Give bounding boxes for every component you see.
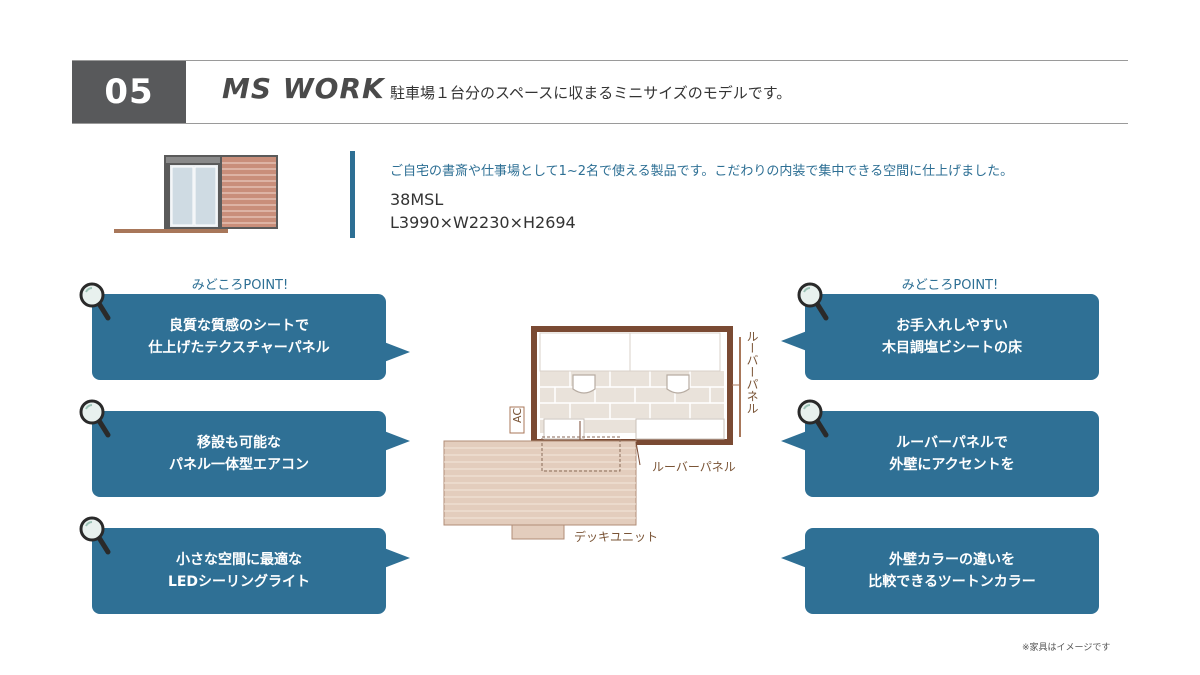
plan-label-louver-horizontal: ルーバーパネル <box>652 460 736 474</box>
bubble-tail <box>781 331 807 351</box>
point-text-line2: 仕上げたテクスチャーパネル <box>148 340 330 356</box>
point-text-line2: 木目調塩ビシートの床 <box>882 340 1022 356</box>
product-thumbnail-image <box>114 155 278 233</box>
right-point-label: みどころPOINT! <box>901 278 999 293</box>
point-text-line1: お手入れしやすい <box>896 318 1008 334</box>
magnifier-icon <box>797 399 829 438</box>
header-top-rule <box>72 60 1128 61</box>
point-bubble-left-1: 良質な質感のシートで 仕上げたテクスチャーパネル <box>92 294 386 380</box>
magnifier-icon <box>797 282 829 321</box>
point-text-line2: LEDシーリングライト <box>167 574 311 590</box>
bubble-tail <box>781 548 807 568</box>
point-bubble-right-1: お手入れしやすい 木目調塩ビシートの床 <box>805 294 1099 380</box>
point-text-line1: 外壁カラーの違いを <box>889 552 1015 568</box>
dimensions: L3990×W2230×H2694 <box>390 213 576 232</box>
point-text-line1: 良質な質感のシートで <box>169 318 309 334</box>
plan-label-louver-vertical: ルーバーパネル <box>745 330 759 414</box>
model-code: 38MSL <box>390 190 444 209</box>
point-bubble-left-3: 小さな空間に最適な LEDシーリングライト <box>92 528 386 614</box>
point-bubble-left-2: 移設も可能な パネル一体型エアコン <box>92 411 386 497</box>
point-text-line2: 比較できるツートンカラー <box>868 574 1036 590</box>
point-text-line1: 移設も可能な <box>197 435 281 451</box>
accent-bar <box>350 151 355 238</box>
magnifier-icon <box>79 399 111 438</box>
tagline: 駐車場１台分のスペースに収まるミニサイズのモデルです。 <box>390 84 792 102</box>
section-number: 05 <box>72 61 186 123</box>
plan-label-ac: AC <box>511 408 524 424</box>
bubble-tail <box>781 431 807 451</box>
bubble-tail <box>384 548 410 568</box>
header-bottom-rule <box>72 123 1128 124</box>
bubble-tail <box>384 342 410 362</box>
plan-label-deck: デッキユニット <box>574 530 659 544</box>
model-name: MS WORK <box>222 72 385 105</box>
magnifier-icon <box>79 282 111 321</box>
left-point-label: みどころPOINT! <box>191 278 289 293</box>
point-bubble-right-2: ルーバーパネルで 外壁にアクセントを <box>805 411 1099 497</box>
magnifier-icon <box>79 516 111 555</box>
point-bubble-right-3: 外壁カラーの違いを 比較できるツートンカラー <box>805 528 1099 614</box>
point-text-line1: ルーバーパネルで <box>896 435 1008 451</box>
point-text-line2: パネル一体型エアコン <box>169 457 309 473</box>
point-text-line2: 外壁にアクセントを <box>889 457 1015 473</box>
footnote: ※家具はイメージです <box>1022 643 1111 653</box>
bubble-tail <box>384 431 410 451</box>
floor-plan-diagram <box>443 326 741 540</box>
product-description: ご自宅の書斎や仕事場として1~2名で使える製品です。こだわりの内装で集中できる空… <box>390 164 1014 179</box>
point-text-line1: 小さな空間に最適な <box>176 552 302 568</box>
